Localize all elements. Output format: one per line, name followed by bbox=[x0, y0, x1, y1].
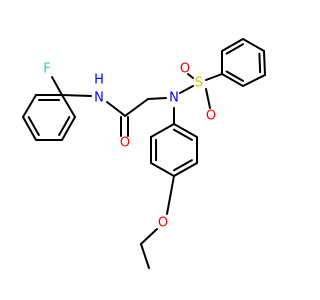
fluorophenyl-ring-bond bbox=[61, 116, 76, 141]
ethoxyphenyl-inner-double-bond bbox=[173, 159, 193, 172]
ethyl-terminal-bond bbox=[140, 243, 150, 269]
nitrogen-sulfur-bond bbox=[179, 85, 194, 94]
sulfonamide-nitrogen-label: N bbox=[169, 91, 179, 106]
atom-label-layer: F N H O N S O O O bbox=[43, 62, 216, 231]
carbon-fluorine-bond bbox=[51, 76, 63, 96]
bond-layer bbox=[22, 38, 266, 269]
sulfur-oxygen-left-double-bond bbox=[187, 73, 194, 79]
ring-amide-nitrogen-bond bbox=[61, 94, 92, 97]
fluorophenyl-inner-double-bond bbox=[58, 116, 71, 137]
ethoxyphenyl-ring-bond bbox=[150, 123, 175, 138]
fluorophenyl-ring-bond bbox=[22, 116, 37, 141]
carbonyl-oxygen-label: O bbox=[120, 136, 130, 151]
fluorophenyl-inner-double-bond bbox=[27, 116, 40, 137]
amide-nitrogen-carbonyl-bond bbox=[106, 101, 125, 116]
sulfur-atom-label: S bbox=[195, 76, 203, 91]
phenylsulfonyl-inner-double-bond bbox=[225, 43, 244, 55]
fluorophenyl-ring-bond bbox=[22, 94, 37, 118]
phenylsulfonyl-ring-bond bbox=[221, 38, 244, 52]
ethoxyphenyl-ring-bond bbox=[173, 162, 198, 177]
phenylsulfonyl-ring-bond bbox=[263, 50, 266, 76]
ethoxyphenyl-ring-bond bbox=[173, 123, 198, 138]
phenylsulfonyl-inner-double-bond bbox=[258, 52, 262, 74]
fluorine-atom-label: F bbox=[43, 62, 50, 77]
phenylsulfonyl-inner-double-bond bbox=[225, 70, 244, 82]
ethoxyphenyl-ring-bond bbox=[150, 162, 175, 177]
ether-oxygen-ethyl-bond bbox=[140, 228, 158, 245]
carbonyl-methylene-bond bbox=[124, 98, 149, 117]
ethoxyphenyl-inner-double-bond bbox=[173, 128, 193, 141]
amide-nitrogen-label: N bbox=[94, 91, 104, 106]
sulfonyl-oxygen-right-label: O bbox=[206, 109, 216, 124]
sulfur-oxygen-right-double-bond bbox=[205, 88, 211, 109]
sulfur-phenyl-bond bbox=[205, 73, 223, 81]
methylene-sulfonamide-nitrogen-bond bbox=[147, 97, 167, 100]
phenylsulfonyl-ring-bond bbox=[242, 74, 266, 87]
amide-hydrogen-label: H bbox=[94, 73, 104, 88]
ring-ether-oxygen-bond bbox=[166, 175, 175, 215]
ether-oxygen-label: O bbox=[158, 216, 168, 231]
phenylsulfonyl-ring-bond bbox=[242, 38, 265, 52]
phenylsulfonyl-ring-bond bbox=[221, 73, 244, 87]
molecule-structure: F N H O N S O O O bbox=[22, 38, 266, 269]
sulfonyl-oxygen-left-label: O bbox=[180, 62, 190, 77]
fluorophenyl-ring-bond bbox=[61, 94, 76, 118]
